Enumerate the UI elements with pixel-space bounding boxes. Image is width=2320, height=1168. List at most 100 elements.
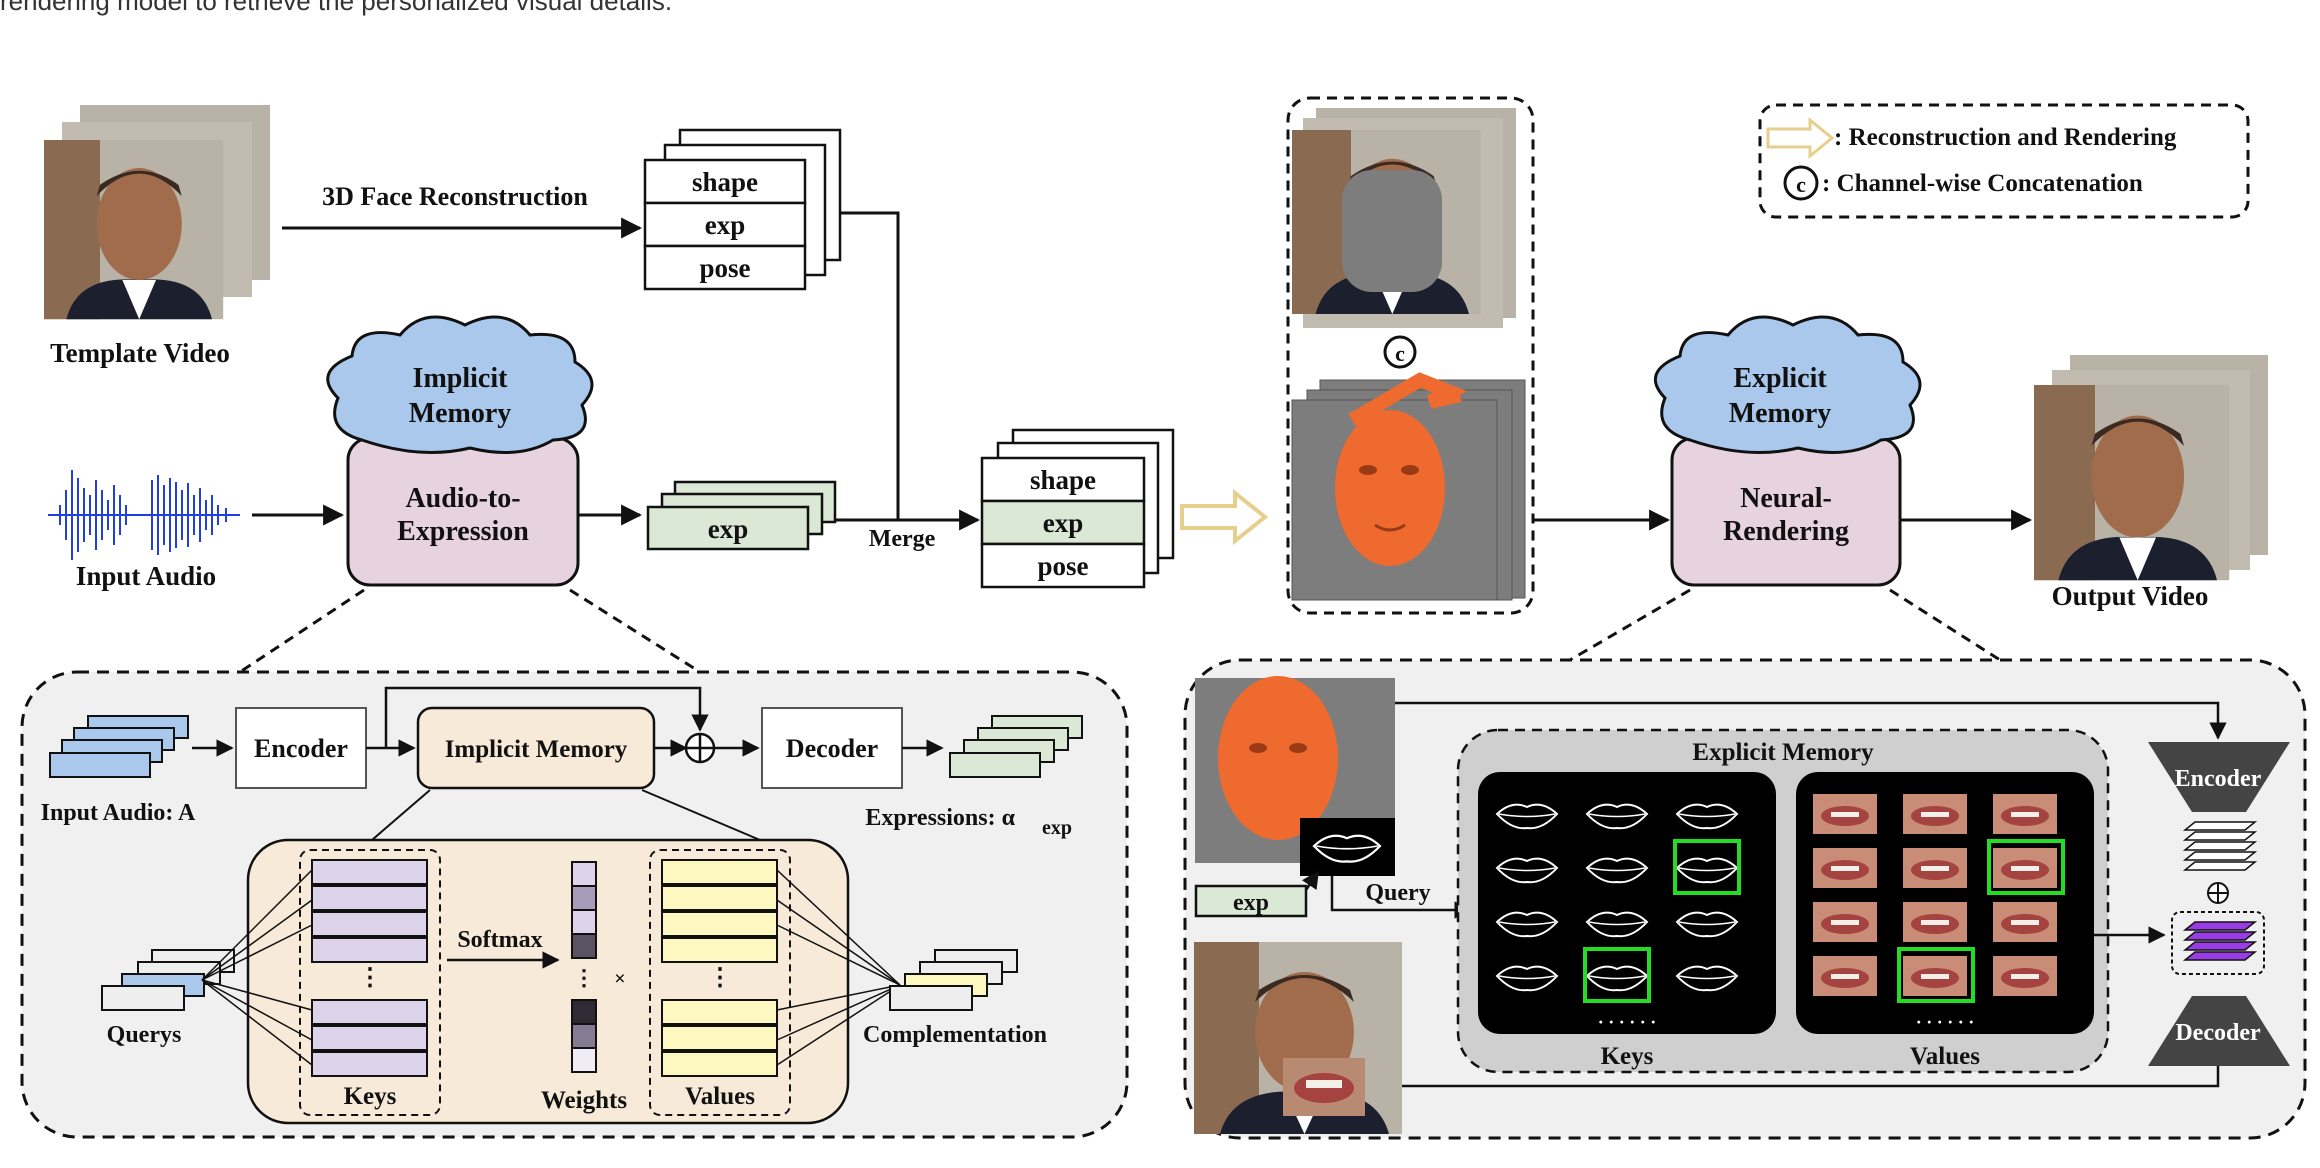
keys-panel-label: Keys: [1601, 1043, 1654, 1070]
complementation-stack: [889, 949, 1018, 1011]
values-stack: [661, 859, 778, 1077]
query-exp-box: [1194, 884, 1308, 918]
masked-face-stack: [1292, 108, 1516, 328]
decoder-label: Decoder: [2175, 1020, 2261, 1046]
caption-fragment: rendering model to retrieve the personal…: [0, 0, 673, 16]
weights-label: Weights: [541, 1087, 627, 1114]
encoder-trapezoid: [2148, 742, 2290, 812]
explicit-memory-title: Explicit Memory: [1692, 739, 1874, 766]
param-pose: pose: [699, 253, 750, 283]
query-exp-label: exp: [1233, 890, 1269, 916]
keys-dashed-group: [299, 849, 441, 1116]
concat-symbol: [1383, 335, 1417, 369]
weights-ellipsis: ⋮: [573, 965, 595, 990]
a2e-line2: Expression: [397, 516, 529, 547]
exp-label: exp: [708, 514, 749, 544]
keys-ellipsis: ⋮: [358, 965, 382, 991]
value-complement-lines: [776, 869, 901, 1066]
skip-connection: [384, 686, 709, 748]
implicit-memory-cloud: [326, 315, 594, 454]
input-audio-label: Input Audio: [76, 561, 216, 591]
detail-decoder-box: [761, 707, 903, 789]
face-recon-label: 3D Face Reconstruction: [322, 182, 588, 211]
implicit-cloud-line2: Memory: [409, 398, 512, 429]
explicit-memory-cloud: [1654, 315, 1922, 454]
detail-input-audio-label: Input Audio: A: [41, 800, 196, 826]
keys-label: Keys: [344, 1083, 397, 1110]
detail-connector-right-a: [1569, 588, 1691, 662]
keys-dots: · · · · · ·: [1598, 1012, 1657, 1032]
merged-shape: shape: [1030, 465, 1096, 495]
legend-concatenation: : Channel-wise Concatenation: [1822, 170, 2143, 197]
encoder-label: Encoder: [2175, 766, 2262, 792]
values-dashed-group: [649, 849, 791, 1116]
detail-encoder-label: Encoder: [254, 734, 348, 763]
expressions-subscript: exp: [1042, 817, 1072, 839]
complementation-label: Complementation: [863, 1022, 1047, 1048]
purple-feature-stack: [2182, 921, 2258, 961]
values-ellipsis: ⋮: [708, 965, 732, 991]
explicit-cloud-line2: Memory: [1729, 398, 1832, 429]
param-shape: shape: [692, 167, 758, 197]
querys-label: Querys: [107, 1022, 182, 1048]
output-video-stack: [2034, 355, 2268, 581]
softmax-label: Softmax: [457, 927, 542, 953]
value-highlight-2: [1897, 947, 1975, 1003]
query-face-image: [1195, 676, 1395, 876]
detail-implicit-memory-label: Implicit Memory: [445, 736, 628, 763]
keys-stack: [311, 859, 428, 1077]
detail-connector-left-b: [569, 588, 701, 674]
query-key-lines: [201, 869, 313, 1066]
merge-label: Merge: [869, 526, 936, 552]
exp-stack: exp: [646, 480, 837, 551]
render-input-box: [1286, 96, 1535, 615]
query-stack: [101, 949, 235, 1011]
exp-to-lip-arrow: [1301, 870, 1320, 891]
legend-box: [1758, 103, 2250, 219]
nr-line2: Rendering: [1723, 516, 1849, 547]
legend-gold-arrow: [1766, 116, 1835, 160]
template-video-stack: [44, 105, 270, 320]
param-stack-merged: shape exp pose: [980, 428, 1175, 589]
legend-concat-letter: c: [1796, 172, 1806, 197]
detail-output-face: [1194, 942, 1402, 1134]
implicit-cloud-line1: Implicit: [413, 363, 509, 394]
keys-panel: [1478, 772, 1776, 1034]
detail-connector-right-b: [1889, 588, 2001, 662]
detail-decoder-label: Decoder: [786, 734, 878, 763]
merged-pose: pose: [1037, 551, 1088, 581]
value-highlight-1: [1987, 839, 2065, 895]
detail-expression-stack: [949, 715, 1083, 778]
legend-reconstruction: : Reconstruction and Rendering: [1834, 124, 2177, 151]
detail-audio-stack: [49, 715, 189, 778]
detail-encoder-box: [235, 707, 367, 789]
weights-column: [571, 861, 597, 1073]
key-highlight-2: [1583, 947, 1651, 1003]
feature-stack: [2182, 821, 2258, 871]
explicit-cloud-line1: Explicit: [1733, 363, 1827, 394]
expressions-label: Expressions: α: [865, 805, 1015, 831]
values-label: Values: [685, 1083, 755, 1110]
values-dots: · · · · · ·: [1916, 1012, 1975, 1032]
reconstruction-render-arrow: [1180, 488, 1269, 546]
param-exp: exp: [705, 210, 746, 240]
times-symbol: ×: [614, 968, 625, 990]
a2e-line1: Audio-to-: [405, 483, 520, 514]
audio-waveform: [48, 470, 240, 560]
output-video-label: Output Video: [2052, 581, 2209, 611]
query-label: Query: [1365, 880, 1430, 906]
shape-pose-connector: [840, 211, 900, 520]
query-arrow: [1330, 876, 1472, 919]
purple-feature-box: [2171, 911, 2265, 975]
template-video-label: Template Video: [50, 338, 230, 368]
rendered-face-stack: [1291, 372, 1526, 601]
zoom-line-b: [641, 789, 761, 841]
key-highlight-1: [1673, 839, 1741, 895]
param-stack-top: shape exp pose: [643, 128, 842, 291]
query-to-encoder-line: [1395, 701, 2227, 740]
decoder-trapezoid: [2148, 996, 2290, 1066]
concat-symbol-letter: c: [1395, 341, 1405, 366]
decoder-output-line: [1364, 1066, 2220, 1095]
legend-concat-icon: [1783, 165, 1819, 201]
